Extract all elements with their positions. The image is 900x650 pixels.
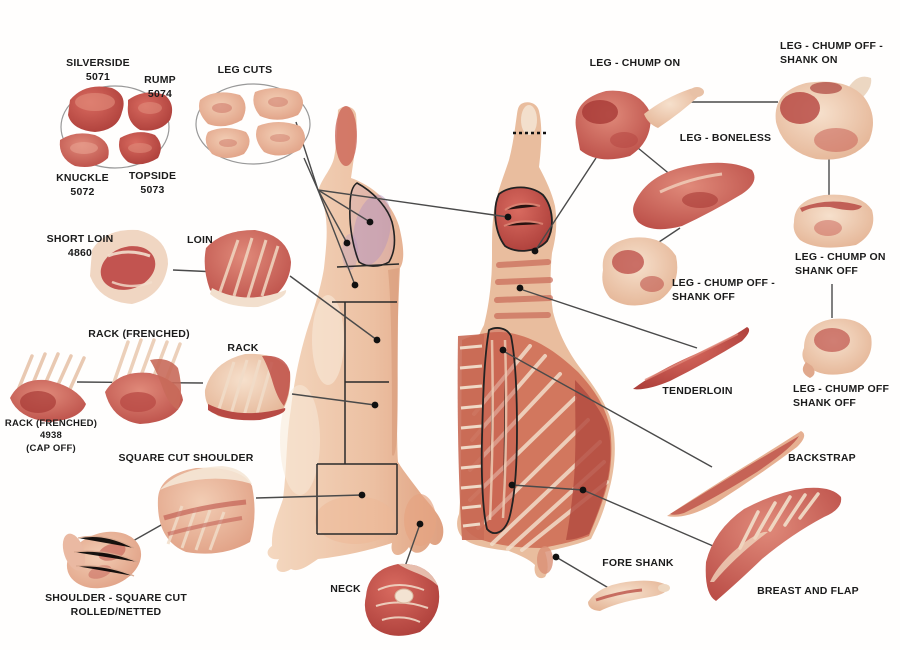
carcass-inside-view: [457, 102, 615, 579]
cut-shoulder-rolled-image: [62, 531, 142, 589]
cut-short-loin-image: [90, 229, 168, 304]
label-rack-frenched: RACK (FRENCHED): [88, 328, 190, 340]
cut-square-cut-shoulder-image: [157, 466, 255, 554]
label-leg-chump-off-shank-off-a: LEG - CHUMP OFF - SHANK OFF: [672, 277, 775, 303]
label-leg-chump-off-shank-off-b: LEG - CHUMP OFF SHANK OFF: [793, 383, 890, 409]
chump-region-outline: [494, 186, 553, 252]
label-backstrap: BACKSTRAP: [788, 452, 856, 464]
cut-leg-chump-on-image: [575, 87, 704, 160]
cut-backstrap-image: [667, 431, 805, 517]
roller-brand-stamp: [352, 194, 392, 266]
cut-leg-cuts-image: [199, 88, 305, 158]
leader-lines: [60, 83, 833, 591]
label-shoulder-rolled: SHOULDER - SQUARE CUT ROLLED/NETTED: [45, 592, 187, 618]
label-breast-and-flap: BREAST AND FLAP: [757, 585, 859, 597]
label-knuckle: KNUCKLE 5072: [56, 172, 109, 198]
anchor-dots: [343, 213, 587, 561]
backstrap-region-outline: [480, 327, 518, 534]
cut-tenderloin-image: [633, 327, 750, 390]
label-square-cut-shoulder: SQUARE CUT SHOULDER: [118, 452, 254, 464]
label-short-loin: SHORT LOIN 4860: [46, 233, 114, 259]
cut-leg-boneless-image: [633, 162, 755, 230]
label-fore-shank: FORE SHANK: [602, 557, 674, 569]
label-rack: RACK: [227, 342, 259, 354]
cut-neck-image: [364, 563, 440, 636]
cut-topside-image: [119, 132, 161, 165]
label-rump: RUMP 5074: [144, 74, 176, 100]
label-leg-chump-on: LEG - CHUMP ON: [589, 57, 681, 69]
cut-leg-chump-on-shank-off-image: [793, 194, 874, 248]
label-neck: NECK: [330, 583, 361, 595]
section-lines: [316, 263, 400, 535]
cut-rack-frenched-image: [105, 338, 183, 424]
label-rack-frenched-cap-off: RACK (FRENCHED) 4938 (CAP OFF): [4, 418, 98, 454]
cut-breast-and-flap-image: [705, 487, 842, 601]
cut-leg-chump-off-shank-off-a-image: [602, 237, 678, 306]
label-leg-chump-off-shank-on: LEG - CHUMP OFF - SHANK ON: [780, 40, 883, 66]
carcass-outside-view: [267, 106, 444, 573]
cut-loin-image: [204, 230, 291, 308]
shank-tip-shading: [335, 106, 357, 166]
label-loin: LOIN: [187, 234, 213, 246]
label-silverside: SILVERSIDE 5071: [66, 57, 130, 83]
cut-leg-chump-off-shank-on-image: [775, 76, 873, 160]
cut-rack-image: [204, 353, 291, 421]
cut-fore-shank-image: [588, 580, 670, 611]
label-leg-cuts: LEG CUTS: [217, 64, 273, 76]
label-tenderloin: TENDERLOIN: [662, 385, 733, 397]
cut-silverside-image: [68, 86, 124, 132]
label-leg-chump-on-shank-off: LEG - CHUMP ON SHANK OFF: [795, 251, 886, 277]
cut-rack-frenched-cap-off-image: [10, 352, 86, 422]
cut-leg-chump-off-shank-off-b-image: [802, 318, 872, 378]
cut-knuckle-image: [59, 133, 109, 167]
label-leg-boneless: LEG - BONELESS: [679, 132, 772, 144]
cut-rump-image: [127, 92, 173, 131]
label-topside: TOPSIDE 5073: [128, 170, 177, 196]
